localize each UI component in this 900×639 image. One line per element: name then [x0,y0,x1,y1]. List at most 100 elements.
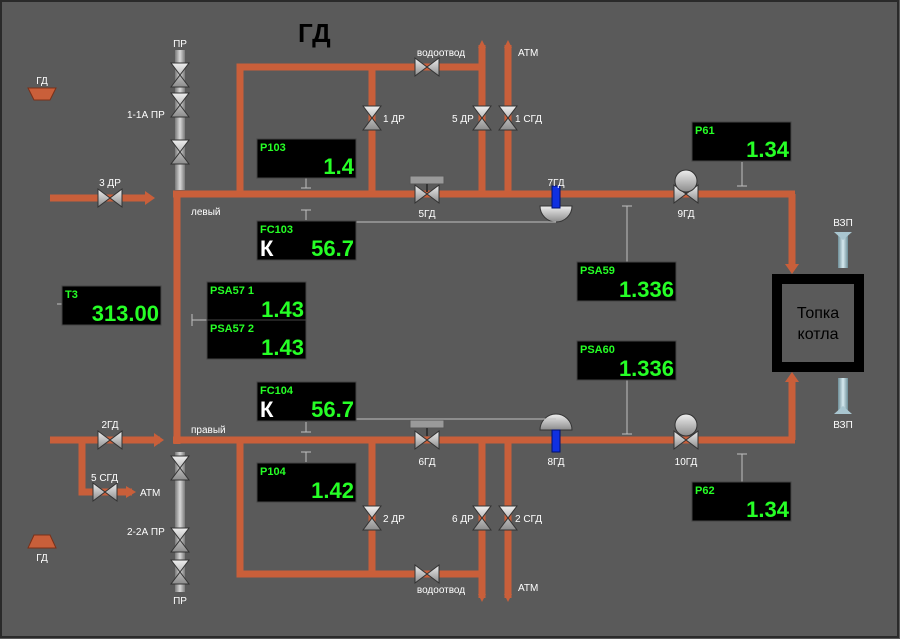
furnace: Топка котла [772,274,864,372]
label-valve-2sgd: 2 СГД [515,514,542,525]
label-gd-top: ГД [36,76,48,87]
purge-pipes [175,50,185,592]
label-valve-2-2a-pr: 2-2А ПР [127,527,165,538]
label-vzp-bottom: ВЗП [833,420,853,431]
valve-10gd[interactable] [673,430,699,450]
panel-psa60[interactable]: PSA60 1.336 [576,340,677,381]
gd-main-ends [27,87,57,549]
panel-value: 1.42 [311,478,354,503]
valve-6dr[interactable] [472,505,492,531]
panel-value: 1.34 [746,137,790,162]
furnace-label-1: Топка [797,305,839,322]
panel-p62[interactable]: P62 1.34 [691,481,792,522]
label-valve-1dr: 1 ДР [383,114,405,125]
label-valve-1sgd: 1 СГД [515,114,542,125]
valve-pr-2-bot[interactable] [170,559,190,585]
label-pravyi: правый [191,425,226,436]
label-atm-left: АТМ [140,488,160,499]
valve-5dr[interactable] [472,105,492,131]
label-valve-1-1a-pr: 1-1А ПР [127,110,165,121]
valve-pr-2-top[interactable] [170,455,190,481]
panel-tag: P104 [260,466,287,478]
panel-tag: P62 [695,485,715,497]
valve-vodootvod-top[interactable] [414,57,440,77]
panel-leaders [57,162,747,482]
panel-psa59[interactable]: PSA59 1.336 [576,261,677,302]
valve-1sgd[interactable] [498,105,518,131]
panel-value: 1.4 [323,154,354,179]
valve-2sgd[interactable] [498,505,518,531]
label-valve-8gd: 8ГД [547,457,564,468]
panel-fc104[interactable]: FC104 К 56.7 [256,381,357,422]
panel-mode: К [260,397,274,422]
scheme-title: ГД [298,18,331,48]
panel-tag: T3 [65,289,78,301]
panel-tag: FC104 [260,385,294,397]
label-valve-2dr: 2 ДР [383,514,405,525]
panel-value: 56.7 [311,236,354,261]
label-valve-3dr: 3 ДР [99,178,121,189]
label-valve-6dr: 6 ДР [452,514,474,525]
label-valve-5dr: 5 ДР [452,114,474,125]
label-levyi: левый [191,207,220,218]
valve-6gd[interactable] [414,430,440,450]
regulating-valve-6gd[interactable] [409,419,445,436]
panel-value: 313.00 [92,301,159,326]
valve-2gd[interactable] [97,430,123,450]
panel-t3[interactable]: T3 313.00 [61,285,162,326]
panel-psa57-2[interactable]: PSA57 2 1.43 [206,319,307,360]
panel-tag: P61 [695,125,715,137]
furnace-label-2: котла [798,326,839,343]
label-pr-bottom: ПР [173,596,187,607]
damper-8gd[interactable] [539,413,573,453]
label-vodootvod-top: водоотвод [417,48,465,59]
label-valve-7gd: 7ГД [547,178,564,189]
valve-pr-2a-mid[interactable] [170,527,190,553]
label-valve-5gd: 5ГД [418,209,435,220]
panel-value: 1.43 [261,335,304,360]
panel-value: 56.7 [311,397,354,422]
air-pipes [834,232,852,414]
flow-arrows [126,40,799,602]
valve-pr-1-bot[interactable] [170,139,190,165]
label-vodootvod-bottom: водоотвод [417,585,465,596]
panel-value: 1.336 [619,356,674,381]
regulating-valve-5gd[interactable] [409,175,445,192]
label-valve-10gd: 10ГД [675,457,698,468]
labels: ГД ГД ПР ПР 1-1А ПР 2-2А ПР 3 ДР 2ГД 5 С… [36,39,853,607]
valve-1dr[interactable] [362,105,382,131]
panel-tag: FC103 [260,224,293,236]
label-valve-5sgd: 5 СГД [91,473,118,484]
shutoff-9gd-top[interactable] [674,169,698,194]
panel-p61[interactable]: P61 1.34 [691,121,792,162]
panel-tag: P103 [260,142,286,154]
valve-pr-1a-top[interactable] [170,62,190,88]
panel-psa57-1[interactable]: PSA57 1 1.43 [206,281,307,322]
panel-fc103[interactable]: FC103 К 56.7 [256,220,357,261]
panel-p104[interactable]: P104 1.42 [256,462,357,503]
damper-7gd[interactable] [539,185,573,223]
valve-5sgd[interactable] [92,482,118,502]
valves [92,57,699,585]
panel-tag: PSA57 1 [210,285,254,297]
panel-mode: К [260,236,274,261]
panel-tag: PSA57 2 [210,323,254,335]
label-atm-bottom: АТМ [518,583,538,594]
panel-value: 1.43 [261,297,304,322]
panel-tag: PSA59 [580,265,615,277]
label-valve-9gd: 9ГД [677,209,694,220]
panel-p103[interactable]: P103 1.4 [256,138,357,179]
panel-value: 1.336 [619,277,674,302]
shutoff-10gd-top[interactable] [674,413,698,437]
panel-value: 1.34 [746,497,790,522]
valve-vodootvod-bottom[interactable] [414,564,440,584]
valve-3dr[interactable] [97,188,123,208]
valve-pr-1-top[interactable] [170,92,190,118]
label-valve-6gd: 6ГД [418,457,435,468]
valve-5gd[interactable] [414,184,440,204]
label-atm-top: АТМ [518,48,538,59]
valve-2dr[interactable] [362,505,382,531]
label-gd-bottom: ГД [36,553,48,564]
label-pr-top: ПР [173,39,187,50]
